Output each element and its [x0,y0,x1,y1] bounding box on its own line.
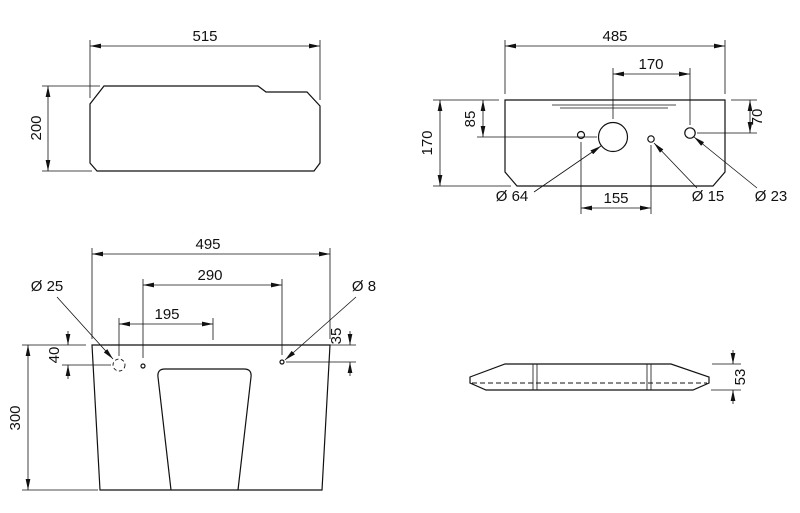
dim-hole-pitch-value: 170 [638,56,663,73]
extension-lines [89,40,321,100]
dim-corner-hole-drop-value: 70 [749,109,766,126]
dim-corner-hole-drop-70: 70 [697,99,766,134]
extension-lines [612,68,691,125]
leader-line [653,142,698,189]
underside-view-outline [504,99,726,187]
dim-big-hole-drop-85: 85 [462,100,597,138]
dim-front-width-value: 515 [192,28,217,45]
extension-lines [433,99,511,187]
dim-left-hole-drop-40: 40 [46,331,111,379]
leader-line [693,136,758,189]
dim-front-width: 515 [89,28,321,100]
front-view-outline [89,85,321,172]
hole-small-15 [647,135,655,143]
leader-small-hole-dia: Ø 15 [653,142,725,205]
dim-small-hole-pitch-value: 155 [603,190,628,207]
section-rib-lines [532,364,652,390]
leader-dashed-hole-dia: Ø 25 [31,278,114,360]
lid-seam-lines [552,104,676,109]
dashed-hole-dia-label: Ø 25 [31,278,64,295]
hole-big-64 [597,121,629,153]
dim-plan-width: 495 [91,236,331,339]
hole-dashed-25 [112,358,126,372]
dim-left-hole-drop-value: 40 [46,347,63,364]
dim-plan-width-value: 495 [195,236,220,253]
extension-lines [42,85,100,172]
extension-lines [142,279,283,358]
leader-big-hole-dia: Ø 64 [496,145,602,205]
dim-hole-pitch-170: 170 [612,56,691,125]
plan-view-outline [91,344,331,491]
extension-lines [711,363,741,391]
leader-line [533,145,602,193]
leader-corner-hole-dia: Ø 23 [693,136,788,205]
plan-inner-recess [157,368,252,491]
extension-lines [580,142,652,214]
dim-plan-depth-value: 300 [7,405,24,430]
dim-underside-height: 170 [419,99,511,187]
dim-section-thickness-value: 53 [732,369,749,386]
dim-right-hole-drop-value: 35 [328,328,345,345]
dim-section-thickness-53: 53 [711,350,749,404]
dim-underside-width-value: 485 [602,28,627,45]
big-hole-dia-label: Ø 64 [496,188,529,205]
section-outline [469,363,710,391]
extension-lines [22,344,98,491]
extension-lines [697,99,757,134]
leader-small-hole-dia-8: Ø 8 [284,278,376,361]
dim-right-hole-drop-35: 35 [286,328,356,376]
dim-slot-span-value: 195 [154,306,179,323]
dim-front-height: 200 [28,85,100,172]
hole-small-8 [279,359,285,365]
dim-slot-span-195: 195 [118,306,214,356]
extension-lines [504,40,726,94]
dim-front-height-value: 200 [28,115,45,140]
leader-line [56,296,114,360]
small-hole-dia-8-label: Ø 8 [352,278,376,295]
plan-view: 495 290 195 Ø 25 Ø 8 40 [7,236,376,491]
dim-underside-width: 485 [504,28,726,94]
dim-small-hole-pitch-155: 155 [580,142,652,214]
hole-left [576,130,586,140]
leader-line [284,296,357,361]
hole-corner-23 [684,127,696,139]
hole-tiny [140,363,146,369]
underside-view: 485 170 170 85 70 155 [419,28,787,214]
dim-plan-depth-300: 300 [7,344,98,491]
dim-big-hole-drop-value: 85 [462,111,479,128]
extension-lines [286,344,356,363]
extension-lines [91,248,331,339]
dim-hole-span-value: 290 [197,267,222,284]
dim-hole-span-290: 290 [142,267,283,358]
corner-hole-dia-label: Ø 23 [755,188,788,205]
small-hole-dia-label: Ø 15 [692,188,725,205]
section-view: 53 [469,350,749,404]
dim-underside-height-value: 170 [419,130,436,155]
front-view: 515 200 [28,28,321,172]
